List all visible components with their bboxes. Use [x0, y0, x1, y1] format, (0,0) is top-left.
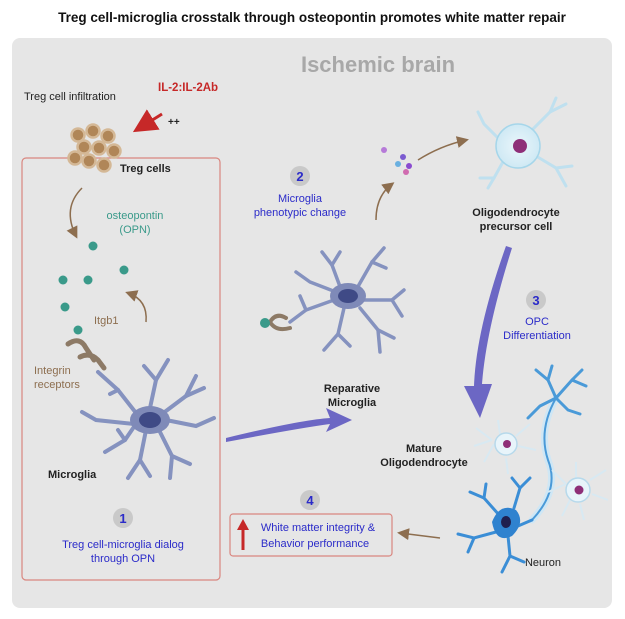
- integrin-receptor: [65, 338, 97, 363]
- itgb1-label: Itgb1: [94, 315, 118, 327]
- opn-dot: [83, 275, 93, 285]
- step-3-number: 3: [532, 293, 539, 308]
- step-1-line2: through OPN: [91, 553, 155, 565]
- increase-arrow-icon: [237, 519, 249, 550]
- differentiation-arrow: [464, 246, 512, 418]
- treg-microglia-box: [21, 157, 221, 581]
- step-4-number: 4: [306, 493, 314, 508]
- step-4-badge: [300, 490, 320, 510]
- opc-processes: [476, 96, 574, 190]
- opn-label-line2: (OPN): [119, 224, 150, 236]
- secreted-factors: [381, 147, 412, 175]
- region-label: Ischemic brain: [301, 52, 455, 77]
- opc-label-line2: precursor cell: [480, 221, 553, 233]
- treg-cell: [100, 128, 116, 144]
- step-3-badge: [526, 290, 546, 310]
- reparative-label-line1: Reparative: [324, 383, 380, 395]
- neuron-cell: [456, 476, 534, 574]
- factor-arrow: [375, 182, 395, 221]
- bound-opn-dot: [260, 318, 270, 328]
- treg-cell: [76, 139, 92, 155]
- opc-nucleus: [513, 139, 527, 153]
- receptors-label-line1: Integrin: [34, 365, 71, 377]
- factor-dot: [400, 154, 406, 160]
- plusplus-label: ++: [168, 117, 180, 128]
- factor-dot: [395, 161, 401, 167]
- factor-dot: [403, 169, 409, 175]
- opn-dot: [88, 241, 98, 251]
- step-2-line1: Microglia: [278, 193, 323, 205]
- opn-dot: [73, 325, 83, 335]
- treg-cell: [81, 153, 97, 169]
- opn-dot: [119, 265, 129, 275]
- factor-to-opc-arrow: [417, 136, 469, 161]
- step-2-badge: [290, 166, 310, 186]
- reparative-microglia-cell: [288, 246, 406, 354]
- itgb1-arrow: [125, 290, 147, 323]
- drug-label: IL-2:IL-2Ab: [158, 82, 218, 94]
- microglia-cell: [80, 358, 216, 480]
- axon-core: [531, 397, 557, 521]
- treg-cell: [96, 157, 112, 173]
- secretion-arrow: [66, 187, 83, 239]
- step-1-badge: [113, 508, 133, 528]
- figure-title: Treg cell-microglia crosstalk through os…: [58, 10, 567, 25]
- outcome-arrow: [397, 528, 441, 541]
- opn-dot: [60, 302, 70, 312]
- treg-cell: [70, 127, 86, 143]
- mature-label-line2: Oligodendrocyte: [380, 457, 467, 469]
- treg-cell: [106, 143, 122, 159]
- factor-dot: [381, 147, 387, 153]
- neuron-label: Neuron: [525, 557, 561, 569]
- step-2-line2: phenotypic change: [254, 207, 346, 219]
- opn-receptor-complex: [267, 313, 292, 332]
- opn-dot: [58, 275, 68, 285]
- treg-infiltration-label: Treg cell infiltration: [24, 91, 116, 103]
- step-4-line1: White matter integrity &: [261, 522, 376, 534]
- mature-oligodendrocyte-2: [547, 462, 609, 521]
- opc-label-line1: Oligodendrocyte: [472, 207, 559, 219]
- treg-cell: [67, 150, 83, 166]
- factor-dot: [406, 163, 412, 169]
- treg-cell: [85, 123, 101, 139]
- reparative-label-line2: Microglia: [328, 397, 377, 409]
- microglia-label: Microglia: [48, 469, 97, 481]
- treg-cell-cluster: [67, 123, 122, 173]
- treg-cell: [91, 140, 107, 156]
- outcome-box: [229, 513, 393, 557]
- step-1-number: 1: [119, 511, 126, 526]
- microglia-nucleus: [139, 412, 161, 428]
- neuron-dendrites-top: [526, 364, 588, 420]
- neuron-nucleus: [501, 516, 511, 528]
- opn-label-line1: osteopontin: [107, 210, 164, 222]
- integrin-receptor: [77, 352, 107, 371]
- step-3-line2: Differentiation: [503, 330, 571, 342]
- reparative-microglia-nucleus: [338, 289, 358, 303]
- ischemic-brain-panel: [12, 38, 612, 608]
- mature-oligodendrocyte-1: [473, 419, 537, 475]
- step-4-line2: Behavior performance: [261, 538, 369, 550]
- receptors-label-line2: receptors: [34, 379, 80, 391]
- mature-label-line1: Mature: [406, 443, 442, 455]
- opn-molecules: [58, 241, 129, 335]
- transition-arrow: [226, 408, 352, 442]
- step-3-line1: OPC: [525, 316, 549, 328]
- drug-arrow: [132, 109, 163, 133]
- treg-cells-label: Treg cells: [120, 163, 171, 175]
- step-1-line1: Treg cell-microglia dialog: [62, 539, 184, 551]
- step-2-number: 2: [296, 169, 303, 184]
